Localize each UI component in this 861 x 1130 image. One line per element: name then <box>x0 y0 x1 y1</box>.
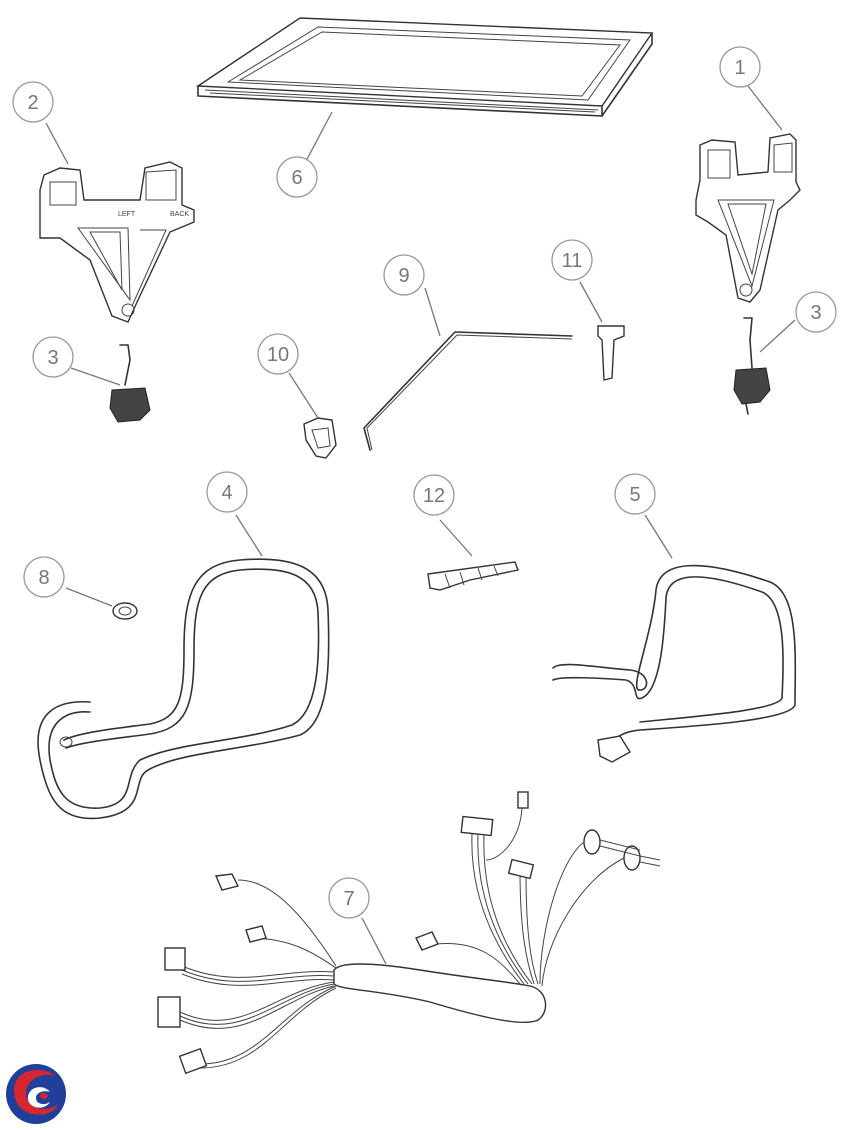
part-5-hose <box>552 564 797 763</box>
callout-4: 4 <box>206 471 248 513</box>
bracket-left-text: LEFT <box>118 211 136 218</box>
callout-8: 8 <box>23 556 65 598</box>
part-11-pin <box>597 325 625 381</box>
svg-text:4: 4 <box>221 482 232 504</box>
callout-6: 6 <box>276 156 318 198</box>
bracket-back-text: BACK <box>170 211 189 218</box>
callout-1: 1 <box>719 46 761 88</box>
callout-3-right: 3 <box>795 291 837 333</box>
svg-text:5: 5 <box>629 484 640 506</box>
part-6-glass-frame <box>195 17 654 117</box>
callout-3-left: 3 <box>32 336 74 378</box>
svg-text:11: 11 <box>562 250 583 272</box>
callout-12: 12 <box>413 474 455 516</box>
callout-5: 5 <box>614 473 656 515</box>
part-4-hose <box>37 558 330 820</box>
svg-text:9: 9 <box>398 265 409 287</box>
part-8-clamp <box>112 602 138 620</box>
callout-11: 11 <box>551 239 593 281</box>
svg-text:8: 8 <box>38 567 49 589</box>
part-12-connector <box>427 561 519 591</box>
part-3-right-switch <box>733 317 771 415</box>
part-9-rod <box>363 331 573 451</box>
svg-text:2: 2 <box>27 92 38 114</box>
part-7-wire-harness <box>157 791 661 1075</box>
part-10-clip <box>303 417 337 459</box>
callout-2: 2 <box>12 81 54 123</box>
callout-9: 9 <box>383 254 425 296</box>
svg-text:3: 3 <box>810 302 821 324</box>
svg-text:1: 1 <box>734 57 745 79</box>
part-2-left-bracket: LEFT BACK <box>39 161 195 323</box>
brand-logo <box>6 1064 66 1124</box>
svg-text:3: 3 <box>47 347 58 369</box>
svg-text:7: 7 <box>343 888 354 910</box>
leader-lines <box>45 85 796 965</box>
svg-text:12: 12 <box>423 485 445 507</box>
part-1-right-bracket <box>695 133 801 303</box>
callout-7: 7 <box>328 877 370 919</box>
callout-10: 10 <box>257 333 299 375</box>
part-3-left-switch <box>109 344 151 423</box>
svg-text:10: 10 <box>267 344 289 366</box>
svg-text:6: 6 <box>291 167 302 189</box>
